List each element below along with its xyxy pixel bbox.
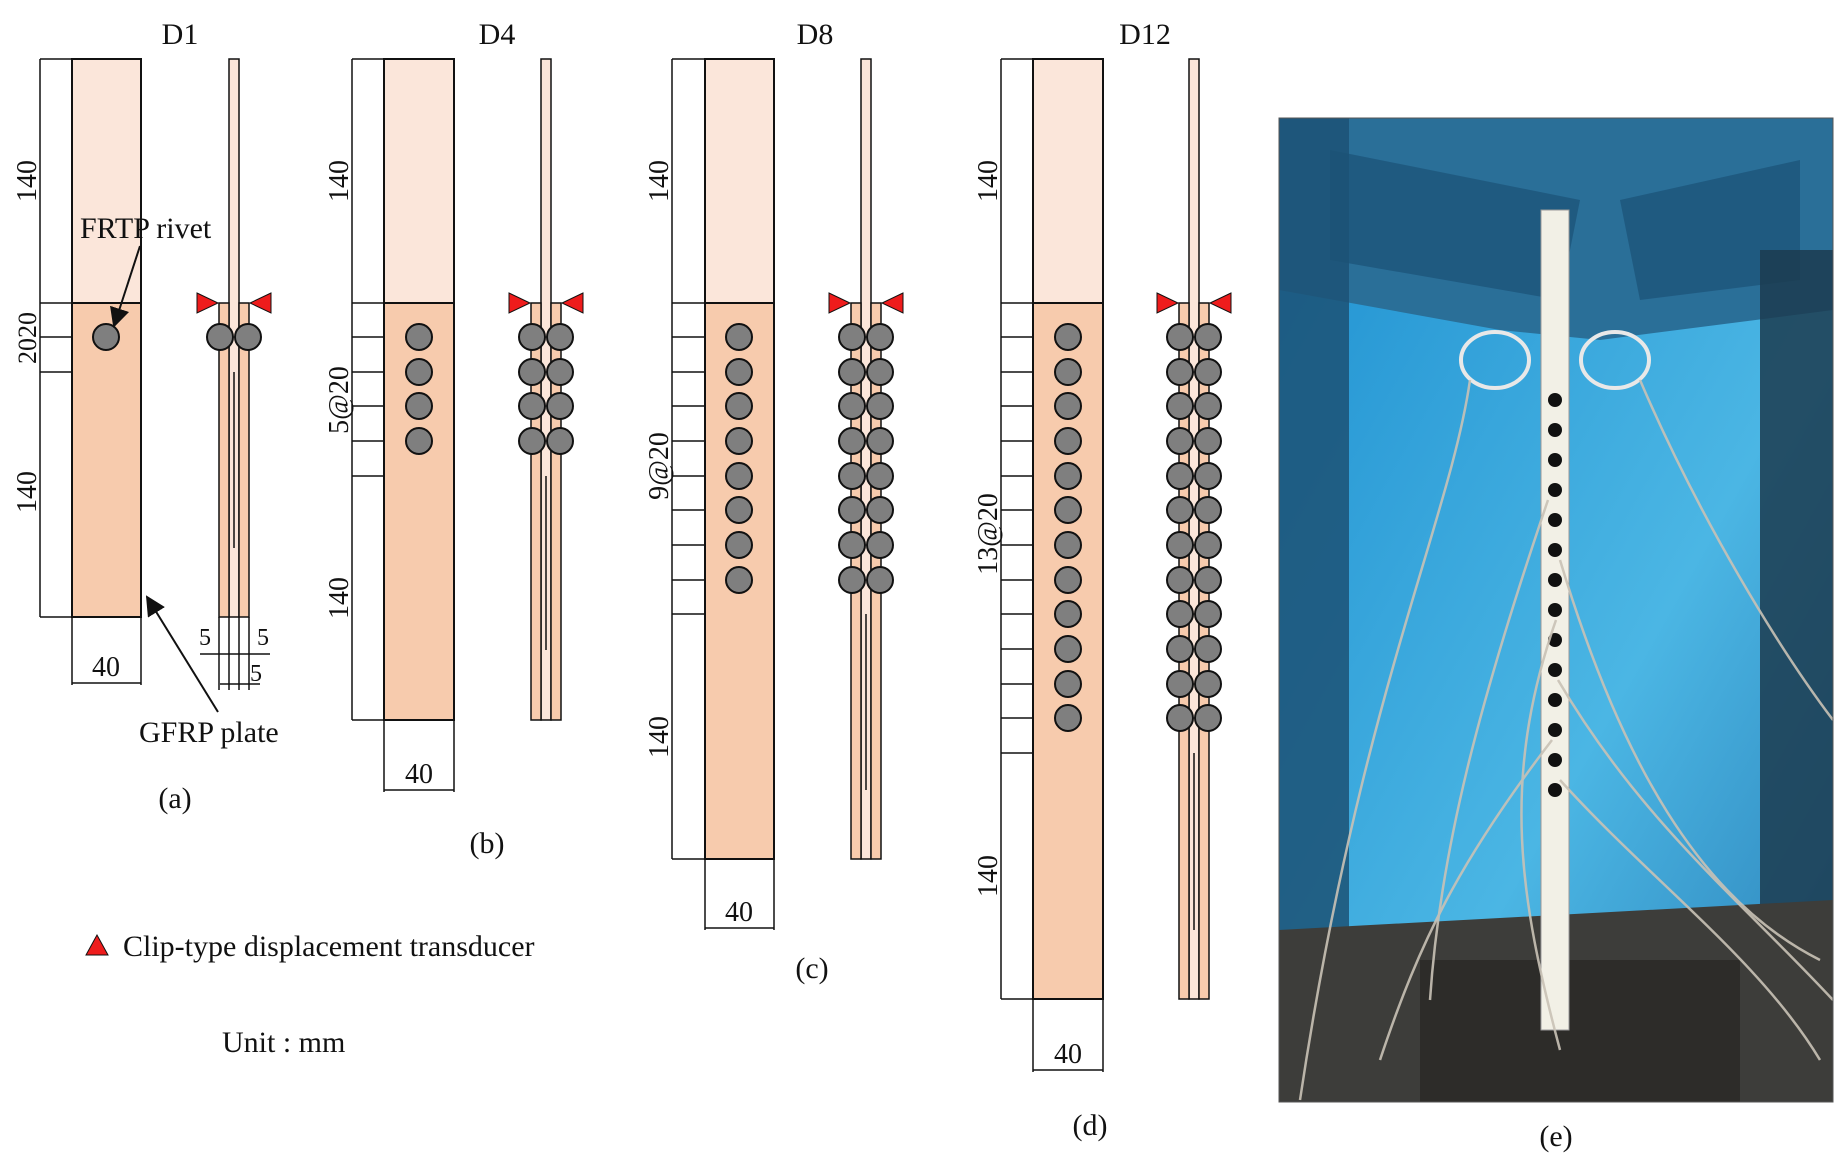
gripped-plate-upper	[71, 58, 142, 304]
grip-length-label: 140	[973, 160, 1004, 202]
specimen-title: D12	[1119, 18, 1171, 51]
thickness-right-label: 5	[257, 625, 269, 651]
rivet-pitch-label: 13@20	[973, 493, 1004, 575]
rivet-heads	[1166, 323, 1222, 732]
width-label: 40	[405, 759, 433, 790]
free-length-label: 140	[973, 855, 1004, 897]
specimen-d1: D1 140 2020 140 40	[12, 18, 279, 815]
clip-transducer-icon	[508, 292, 532, 314]
rivet-column	[725, 323, 753, 594]
caption-c: (c)	[795, 952, 828, 985]
dimension-lines	[351, 58, 455, 792]
rivet-column	[405, 323, 433, 455]
free-length-label: 140	[644, 716, 675, 758]
rivet-pitch-label: 9@20	[644, 432, 675, 500]
grip-jaw-right	[1620, 160, 1800, 300]
unit-label: Unit : mm	[222, 1026, 345, 1059]
photo-frame	[1278, 117, 1834, 1103]
lower-grip	[1420, 960, 1740, 1102]
specimen-title: D1	[162, 18, 199, 51]
caption-b: (b)	[470, 827, 505, 860]
plate-annotation: GFRP plate	[139, 716, 279, 749]
caption-d: (d)	[1073, 1109, 1108, 1142]
clip-transducer-icon	[196, 292, 220, 314]
frtp-rivet	[92, 323, 120, 351]
width-label: 40	[725, 897, 753, 928]
gfrp-plate	[71, 302, 142, 618]
free-length-label: 140	[324, 577, 355, 619]
transducer-legend-label: Clip-type displacement transducer	[123, 930, 535, 963]
specimen-d12: D12	[973, 18, 1232, 1142]
caption-a: (a)	[158, 782, 191, 815]
gripped-plate-upper	[704, 58, 775, 304]
specimen-rivets	[1548, 393, 1562, 797]
thickness-bottom-label: 5	[250, 661, 262, 687]
clip-transducer-icon	[1208, 292, 1232, 314]
grip-jaw-left	[1330, 150, 1580, 300]
rivet-arrow	[110, 245, 141, 328]
rivet-pitch-label: 2020	[13, 312, 42, 364]
clip-transducer-icon	[1156, 292, 1180, 314]
dimension-lines	[671, 58, 775, 930]
gripped-plate-upper	[383, 58, 455, 304]
grip-length-label: 140	[644, 160, 675, 202]
gripped-plate-upper	[1032, 58, 1104, 304]
test-setup-photo: (e)	[1278, 117, 1834, 1153]
rivet-pitch-label: 5@20	[324, 366, 355, 434]
width-label: 40	[1054, 1039, 1082, 1070]
rivet-head	[206, 323, 234, 351]
clip-transducer-icon	[828, 292, 852, 314]
rivet-annotation: FRTP rivet	[80, 212, 212, 245]
side-view	[530, 58, 562, 721]
legend: Clip-type displacement transducer Unit :…	[85, 930, 535, 1059]
dimension-lines	[1000, 58, 1104, 1072]
side-view	[1178, 58, 1210, 1000]
clip-transducer-icon	[248, 292, 272, 314]
specimen-title: D4	[479, 18, 516, 51]
width-label: 40	[92, 652, 120, 683]
specimen-d4: D4 140 5@20 140 40	[324, 18, 584, 860]
rivet-heads	[838, 323, 894, 594]
sensor-wires	[1298, 379, 1834, 1101]
clip-transducer-icon	[880, 292, 904, 314]
grip-length-label: 140	[324, 160, 355, 202]
grip-length-label: 140	[12, 160, 43, 202]
dimension-lines	[39, 58, 142, 685]
free-length-label: 140	[12, 471, 43, 513]
side-view	[850, 58, 882, 860]
rivet-heads	[518, 323, 574, 455]
clip-gauge-left	[1459, 330, 1531, 390]
rivet-head	[234, 323, 262, 351]
clip-transducer-icon	[560, 292, 584, 314]
specimen-d8: D8 140 9@20 140	[644, 18, 904, 985]
rivet-column	[1054, 323, 1082, 732]
thickness-left-label: 5	[199, 625, 211, 651]
clip-gauge-right	[1579, 330, 1651, 390]
thickness-dimension	[200, 617, 270, 690]
caption-e: (e)	[1539, 1120, 1572, 1153]
specimen-title: D8	[797, 18, 834, 51]
plate-arrow	[145, 595, 219, 713]
transducer-legend-icon	[85, 933, 109, 956]
